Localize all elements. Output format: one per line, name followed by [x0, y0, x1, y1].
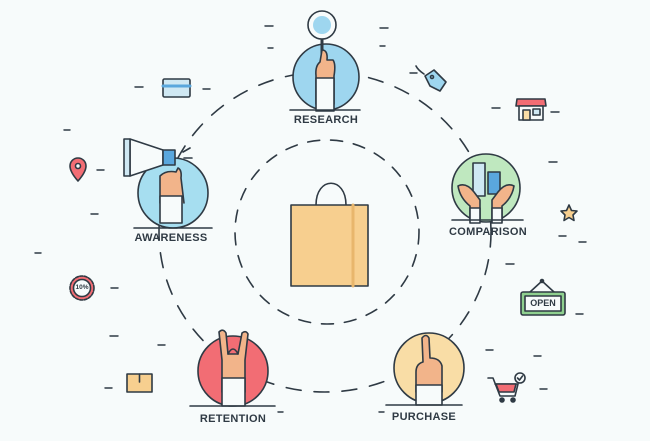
decorative-dashes — [34, 25, 587, 413]
bar-chart-icon — [472, 162, 501, 197]
credit-card-icon — [161, 78, 192, 98]
purchase-stage-icon — [393, 332, 465, 406]
star-icon — [560, 204, 578, 222]
research-stage-icon — [292, 10, 360, 112]
discount-badge-icon — [69, 275, 95, 301]
open-sign-icon — [520, 278, 566, 316]
price-tag-icon — [415, 65, 447, 92]
discount-badge-label: 10% — [75, 284, 89, 291]
inner-dashed-ring — [234, 139, 420, 325]
retention-stage-icon — [197, 329, 269, 407]
magnifier-icon — [307, 10, 337, 60]
shopping-bag-icon — [290, 182, 369, 288]
cart-icon — [487, 372, 526, 403]
open-sign-label: OPEN — [530, 298, 556, 308]
stage-label-retention: RETENTION — [199, 413, 267, 425]
location-pin-icon — [69, 157, 87, 182]
stage-label-comparison: COMPARISON — [449, 226, 527, 238]
stage-label-awareness: AWARENESS — [134, 232, 208, 244]
megaphone-icon — [123, 138, 193, 177]
stage-label-purchase: PURCHASE — [391, 411, 457, 423]
comparison-stage-icon — [451, 153, 521, 224]
box-icon — [126, 373, 153, 393]
store-icon — [515, 98, 547, 121]
awareness-stage-icon — [123, 138, 209, 229]
stage-label-research: RESEARCH — [293, 114, 359, 126]
